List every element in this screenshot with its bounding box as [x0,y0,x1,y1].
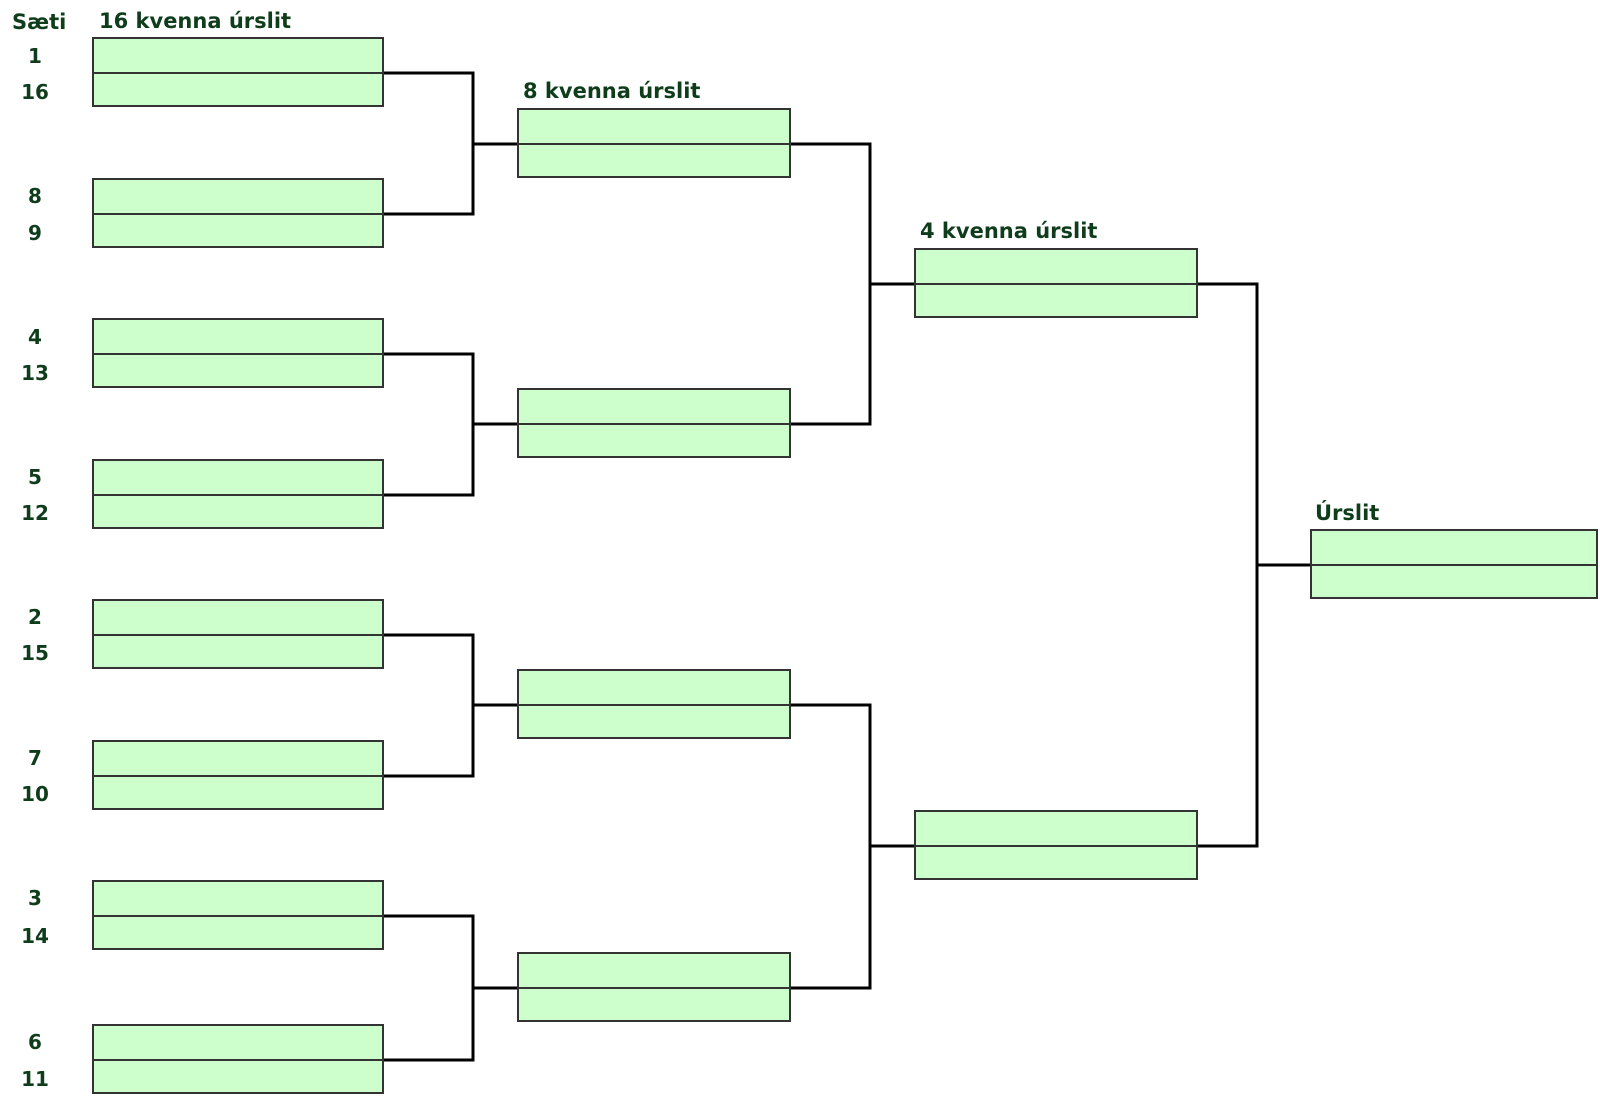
match-slot[interactable] [92,459,384,494]
seed-label: 3 [28,886,42,910]
match-slot[interactable] [92,72,384,107]
seed-label: 6 [28,1030,42,1054]
match-slot[interactable] [92,599,384,634]
final-header: Úrslit [1315,501,1380,525]
seed-label: 14 [21,924,49,948]
match-slot[interactable] [914,810,1198,845]
match-slot[interactable] [92,915,384,950]
seed-label: 5 [28,465,42,489]
seed-label: 8 [28,184,42,208]
match-slot[interactable] [92,880,384,915]
match-slot[interactable] [92,634,384,669]
final-slot[interactable] [1310,564,1598,599]
match-slot[interactable] [517,423,791,458]
seed-label: 4 [28,325,42,349]
match-slot[interactable] [517,108,791,143]
round-16-header: 16 kvenna úrslit [99,9,292,33]
seed-label: 13 [21,361,49,385]
round-4-header: 4 kvenna úrslit [920,219,1098,243]
match-slot[interactable] [517,952,791,987]
match-slot[interactable] [92,1059,384,1094]
match-slot[interactable] [517,704,791,739]
match-slot[interactable] [517,987,791,1022]
match-slot[interactable] [92,178,384,213]
final-slot[interactable] [1310,529,1598,564]
match-slot[interactable] [92,1024,384,1059]
seed-label: 1 [28,44,42,68]
match-slot[interactable] [914,845,1198,880]
round-8-header: 8 kvenna úrslit [523,79,701,103]
seed-header: Sæti [12,10,67,34]
match-slot[interactable] [914,283,1198,318]
match-slot[interactable] [92,318,384,353]
seed-label: 12 [21,501,49,525]
match-slot[interactable] [517,143,791,178]
match-slot[interactable] [517,669,791,704]
match-slot[interactable] [92,740,384,775]
match-slot[interactable] [92,213,384,248]
seed-label: 7 [28,746,42,770]
match-slot[interactable] [914,248,1198,283]
seed-label: 10 [21,782,49,806]
seed-label: 9 [28,221,42,245]
match-slot[interactable] [92,37,384,72]
seed-label: 15 [21,641,49,665]
seed-label: 2 [28,605,42,629]
seed-label: 16 [21,80,49,104]
match-slot[interactable] [92,775,384,810]
seed-label: 11 [21,1067,49,1091]
match-slot[interactable] [92,494,384,529]
match-slot[interactable] [92,353,384,388]
match-slot[interactable] [517,388,791,423]
